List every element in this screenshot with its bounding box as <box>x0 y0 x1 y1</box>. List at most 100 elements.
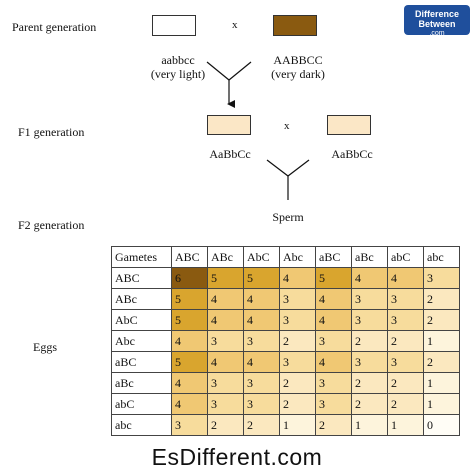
punnett-cell: 5 <box>171 309 208 331</box>
row-header-ABc: ABc <box>111 288 172 310</box>
punnett-cell: 3 <box>207 330 244 352</box>
column-header-aBc: aBc <box>351 246 388 268</box>
punnett-cell: 2 <box>243 414 280 436</box>
punnett-cell: 2 <box>351 330 388 352</box>
punnett-cell: 4 <box>279 267 316 289</box>
punnett-cell: 1 <box>351 414 388 436</box>
esdifferent-watermark: EsDifferent.com <box>151 444 323 470</box>
punnett-cell: 3 <box>423 267 460 289</box>
column-header-AbC: AbC <box>243 246 280 268</box>
parent-very-dark-box <box>273 15 317 36</box>
punnett-cell: 5 <box>207 267 244 289</box>
punnett-cell: 2 <box>387 393 424 415</box>
row-header-AbC: AbC <box>111 309 172 331</box>
punnett-cell: 3 <box>243 330 280 352</box>
punnett-cell: 2 <box>387 330 424 352</box>
punnett-cell: 3 <box>279 351 316 373</box>
punnett-cell: 2 <box>351 393 388 415</box>
punnett-cell: 3 <box>207 372 244 394</box>
column-header-abc: abc <box>423 246 460 268</box>
punnett-cell: 4 <box>315 309 352 331</box>
punnett-cell: 3 <box>351 351 388 373</box>
logo-line1: Difference <box>414 9 459 19</box>
f1-left-box <box>207 115 251 135</box>
parent-very-light-box <box>152 15 196 36</box>
punnett-cell: 4 <box>243 288 280 310</box>
cross-connectors <box>206 61 310 200</box>
punnett-cell: 1 <box>423 330 460 352</box>
row-header-aBc: aBc <box>111 372 172 394</box>
punnett-cell: 2 <box>387 372 424 394</box>
column-header-ABc: ABc <box>207 246 244 268</box>
punnett-cell: 2 <box>279 372 316 394</box>
punnett-cell: 4 <box>207 351 244 373</box>
punnett-cell: 3 <box>207 393 244 415</box>
punnett-cell: 3 <box>315 372 352 394</box>
punnett-cell: 4 <box>243 351 280 373</box>
logo-line2: Between <box>418 19 456 29</box>
gametes-corner: Gametes <box>111 246 172 268</box>
parent-left-phenotype: (very light) <box>150 67 206 81</box>
f1-left-genotype: AaBbCc <box>209 147 251 161</box>
parent-generation-label: Parent generation <box>12 20 97 34</box>
punnett-cell: 2 <box>351 372 388 394</box>
punnett-cell: 2 <box>315 414 352 436</box>
punnett-cell: 3 <box>387 351 424 373</box>
column-header-aBC: aBC <box>315 246 352 268</box>
f1-right-genotype: AaBbCc <box>331 147 373 161</box>
eggs-label: Eggs <box>33 340 57 354</box>
parent-cross-symbol: x <box>232 19 238 31</box>
differencebetween-logo: Difference Between .com <box>404 5 470 37</box>
punnett-cell: 5 <box>171 351 208 373</box>
punnett-cell: 6 <box>171 267 208 289</box>
punnett-cell: 0 <box>423 414 460 436</box>
logo-line3: .com <box>429 30 445 37</box>
f1-cross-symbol: x <box>284 120 290 132</box>
punnett-cell: 3 <box>243 372 280 394</box>
f1-generation-label: F1 generation <box>18 125 85 139</box>
sperm-label: Sperm <box>272 210 304 224</box>
row-header-ABC: ABC <box>111 267 172 289</box>
row-header-abC: abC <box>111 393 172 415</box>
punnett-cell: 1 <box>387 414 424 436</box>
punnett-cell: 2 <box>207 414 244 436</box>
punnett-cell: 4 <box>243 309 280 331</box>
punnett-cell: 1 <box>423 372 460 394</box>
f1-cross-arrow <box>266 159 310 200</box>
punnett-cell: 4 <box>315 288 352 310</box>
punnett-cell: 3 <box>243 393 280 415</box>
punnett-cell: 3 <box>387 309 424 331</box>
punnett-cell: 4 <box>207 288 244 310</box>
punnett-cell: 2 <box>423 351 460 373</box>
punnett-cell: 1 <box>279 414 316 436</box>
punnett-cell: 1 <box>423 393 460 415</box>
punnett-cell: 3 <box>315 330 352 352</box>
column-header-Abc: Abc <box>279 246 316 268</box>
punnett-cell: 5 <box>171 288 208 310</box>
row-header-abc: abc <box>111 414 172 436</box>
row-header-Abc: Abc <box>111 330 172 352</box>
punnett-cell: 2 <box>279 330 316 352</box>
parent-cross-arrow <box>206 61 252 108</box>
punnett-cell: 4 <box>351 267 388 289</box>
punnett-cell: 4 <box>315 351 352 373</box>
parent-left-genotype: aabbcc <box>161 53 195 67</box>
punnett-cell: 4 <box>207 309 244 331</box>
punnett-cell: 3 <box>387 288 424 310</box>
parent-right-genotype: AABBCC <box>273 53 323 67</box>
row-header-aBC: aBC <box>111 351 172 373</box>
parent-right-phenotype: (very dark) <box>271 67 325 81</box>
punnett-cell: 5 <box>243 267 280 289</box>
punnett-cell: 5 <box>315 267 352 289</box>
column-header-abC: abC <box>387 246 424 268</box>
punnett-cell: 3 <box>351 288 388 310</box>
